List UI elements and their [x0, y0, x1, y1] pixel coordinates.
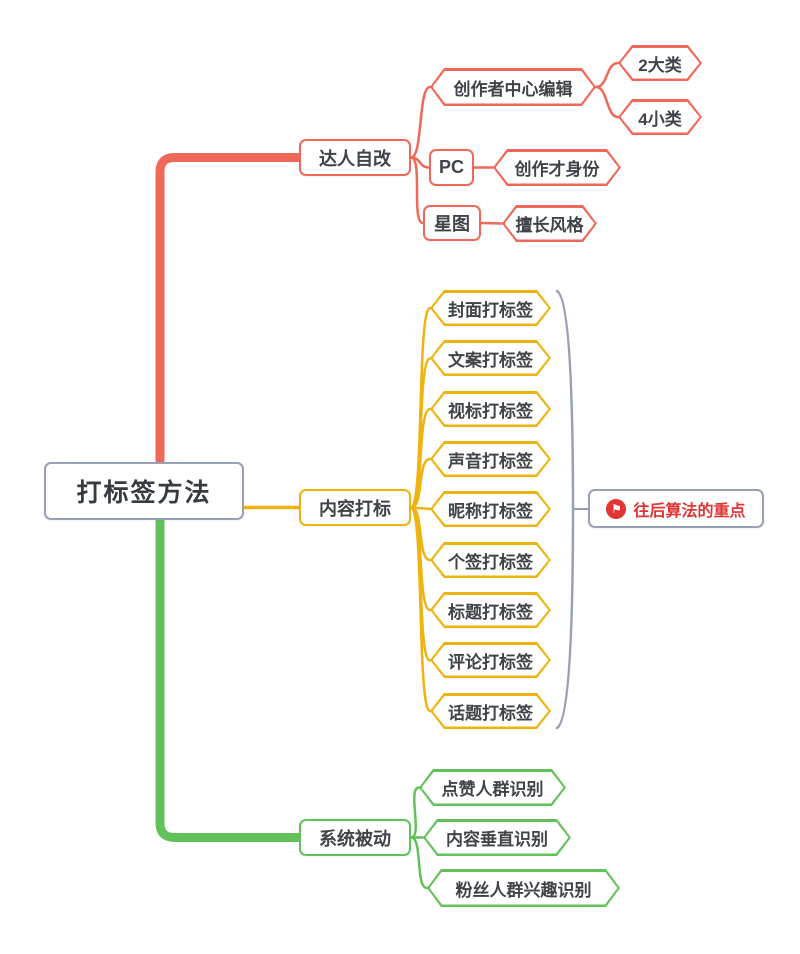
summary-bracket	[555, 289, 575, 730]
node-fill	[621, 48, 700, 79]
trunk-green-connector	[155, 475, 304, 842]
node-copy-tag[interactable]: 文案打标签	[430, 340, 551, 376]
node-cover-tag[interactable]: 封面打标签	[430, 290, 551, 326]
node-label: 内容垂直识别	[446, 830, 548, 849]
node-comment-tag[interactable]: 评论打标签	[430, 642, 551, 678]
node-fill	[433, 494, 549, 525]
node-fill	[433, 394, 549, 425]
node-xingtu[interactable]: 星图	[423, 205, 481, 241]
node-pc[interactable]: PC	[429, 149, 474, 186]
node-nickname-tag[interactable]: 昵称打标签	[430, 491, 551, 527]
node-label: PC	[438, 157, 464, 177]
node-4-subcategories[interactable]: 4小类	[618, 99, 702, 135]
node-label: 标题打标签	[448, 602, 533, 622]
node-label: 评论打标签	[448, 652, 533, 672]
node-label: 话题打标签	[448, 703, 533, 723]
node-label: 4小类	[638, 109, 682, 129]
flag-glyph: ⚑	[611, 501, 622, 516]
root-label: 打标签方法	[76, 479, 212, 507]
node-label: 创作者中心编辑	[453, 79, 573, 99]
node-fill	[621, 102, 700, 133]
edge-red-2categories	[594, 61, 620, 89]
node-creator-center-edit[interactable]: 创作者中心编辑	[430, 68, 596, 106]
node-label: 个签打标签	[448, 552, 533, 572]
root-node[interactable]: 打标签方法	[44, 462, 244, 520]
branch-node-system-passive[interactable]: 系统被动	[299, 819, 411, 856]
node-fill	[505, 208, 595, 240]
branch-node-content-tagging[interactable]: 内容打标	[299, 489, 411, 526]
node-label: 昵称打标签	[448, 501, 533, 521]
edge-green-fan-interest	[409, 836, 429, 890]
summary-annotation[interactable]: ⚑ 往后算法的重点	[588, 489, 764, 528]
edge-green-like-audience	[409, 786, 421, 839]
edge-red-creator-center	[409, 85, 432, 159]
node-fill	[433, 293, 549, 324]
node-content-vertical-recognition[interactable]: 内容垂直识别	[423, 819, 571, 856]
node-label: 粉丝人群兴趣识别	[455, 880, 592, 900]
node-title-tag[interactable]: 标题打标签	[430, 592, 551, 628]
node-2-categories[interactable]: 2大类	[618, 45, 702, 81]
node-like-audience-recognition[interactable]: 点赞人群识别	[419, 769, 566, 806]
node-creator-identity[interactable]: 创作才身份	[493, 149, 621, 186]
edge-yellow-topic	[409, 506, 432, 713]
node-fill	[433, 545, 549, 576]
node-fill	[433, 343, 549, 374]
node-label: 2大类	[638, 55, 682, 75]
node-specialty-style[interactable]: 擅长风格	[502, 205, 597, 242]
node-label: 系统被动	[319, 828, 391, 849]
node-fill	[422, 772, 564, 804]
node-label: 声音打标签	[448, 451, 533, 471]
node-fill	[433, 645, 549, 676]
edge-red-4subcategories	[594, 85, 620, 119]
node-sound-tag[interactable]: 声音打标签	[430, 441, 551, 477]
node-signature-tag[interactable]: 个签打标签	[430, 542, 551, 578]
branch-node-expert-edit[interactable]: 达人自改	[299, 139, 411, 176]
node-label: 创作才身份	[514, 160, 600, 179]
node-label: 擅长风格	[515, 216, 584, 235]
node-label: 内容打标	[319, 498, 391, 519]
node-video-tag[interactable]: 视标打标签	[430, 391, 551, 427]
node-label: 文案打标签	[448, 350, 533, 370]
edge-red-specialty-style	[479, 221, 504, 225]
edge-red-xingtu	[409, 156, 425, 225]
node-topic-tag[interactable]: 话题打标签	[430, 693, 551, 729]
node-fan-interest-recognition[interactable]: 粉丝人群兴趣识别	[427, 869, 620, 907]
node-fill	[496, 152, 619, 184]
node-fill	[433, 696, 549, 727]
node-fill	[433, 595, 549, 626]
node-fill	[433, 444, 549, 475]
flag-icon: ⚑	[606, 498, 627, 519]
node-label: 星图	[434, 214, 470, 234]
trunk-red-connector	[155, 153, 304, 505]
node-label: 达人自改	[319, 148, 391, 169]
edge-yellow-sound	[409, 457, 432, 509]
node-label: 点赞人群识别	[441, 780, 544, 799]
node-fill	[426, 822, 569, 854]
node-fill	[433, 71, 594, 104]
node-label: 视标打标签	[448, 401, 533, 421]
node-label: 封面打标签	[448, 300, 533, 320]
node-fill	[430, 872, 618, 905]
edge-yellow-video	[409, 407, 432, 509]
summary-label: 往后算法的重点	[633, 502, 746, 520]
